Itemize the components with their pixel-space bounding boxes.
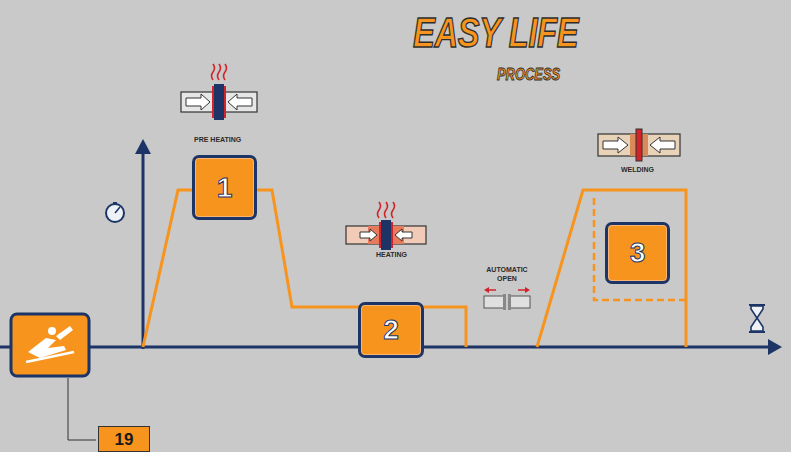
- pipe-icon: [598, 129, 680, 161]
- axis-arrowhead: [135, 139, 151, 154]
- callout-number: 19: [98, 426, 150, 452]
- gauge-icon: [106, 202, 124, 222]
- step-box: 1: [192, 155, 257, 220]
- axis-arrowhead: [768, 339, 782, 355]
- hourglass-icon: [749, 305, 765, 332]
- pressure-profile: [537, 190, 686, 347]
- pressure-axis: [142, 152, 145, 349]
- pipe-icon: [181, 64, 257, 120]
- easy-life-icon: [11, 314, 89, 376]
- title: EASY LIFE: [413, 10, 578, 56]
- subtitle: PROCESS: [497, 66, 560, 85]
- pipe-icon: [346, 202, 426, 250]
- pressure-profile-dashed: [594, 198, 686, 300]
- leader-line: [68, 378, 96, 440]
- step-box: 3: [605, 222, 670, 284]
- callout-text: 19: [115, 431, 134, 448]
- step-label: WELDING: [621, 166, 654, 175]
- step-label: AUTOMATIC OPEN: [483, 266, 531, 284]
- step-label: PRE HEATING: [194, 136, 241, 145]
- step-number: 1: [217, 174, 233, 202]
- step-label: HEATING: [376, 251, 407, 260]
- step-number: 3: [630, 239, 646, 267]
- open-icon: [484, 287, 530, 310]
- step-box: 2: [358, 302, 424, 358]
- step-number: 2: [383, 316, 399, 344]
